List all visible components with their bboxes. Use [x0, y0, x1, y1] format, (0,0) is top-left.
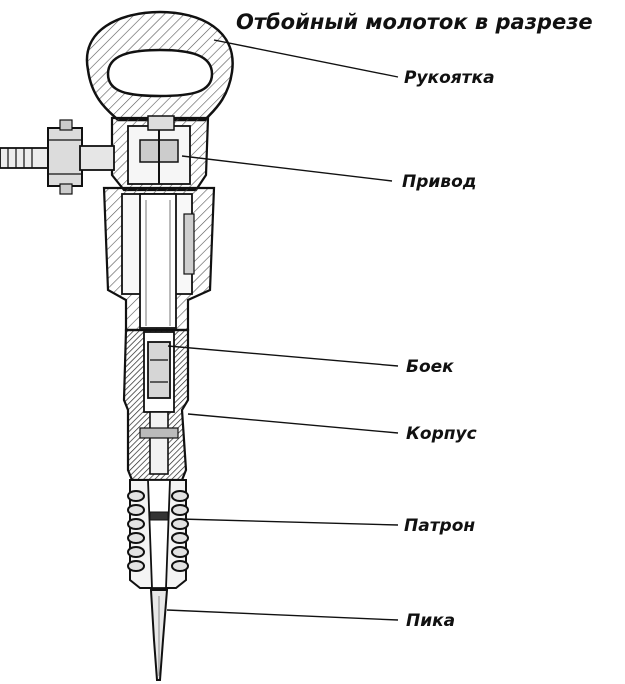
- diagram-title: Отбойный молоток в разрезе: [236, 10, 593, 34]
- label-pike: Пика: [406, 611, 456, 631]
- label-chuck: Патрон: [404, 516, 476, 536]
- leader-line-drive: [181, 155, 393, 182]
- label-drive: Привод: [402, 172, 477, 192]
- leader-line-body: [187, 413, 399, 434]
- leader-line-pike: [166, 609, 399, 621]
- leader-line-striker: [167, 345, 399, 367]
- striker-part: [147, 341, 171, 399]
- drive-part: [0, 115, 210, 195]
- cylinder-part: [102, 186, 216, 332]
- handle-part: [85, 10, 234, 122]
- leader-line-chuck: [179, 518, 399, 526]
- pike-part: [149, 589, 169, 681]
- chuck-part: [127, 479, 189, 589]
- label-handle: Рукоятка: [404, 68, 495, 88]
- label-body: Корпус: [406, 424, 477, 444]
- leader-line-handle: [213, 39, 399, 78]
- body-part: [122, 328, 190, 482]
- label-striker: Боек: [406, 357, 454, 377]
